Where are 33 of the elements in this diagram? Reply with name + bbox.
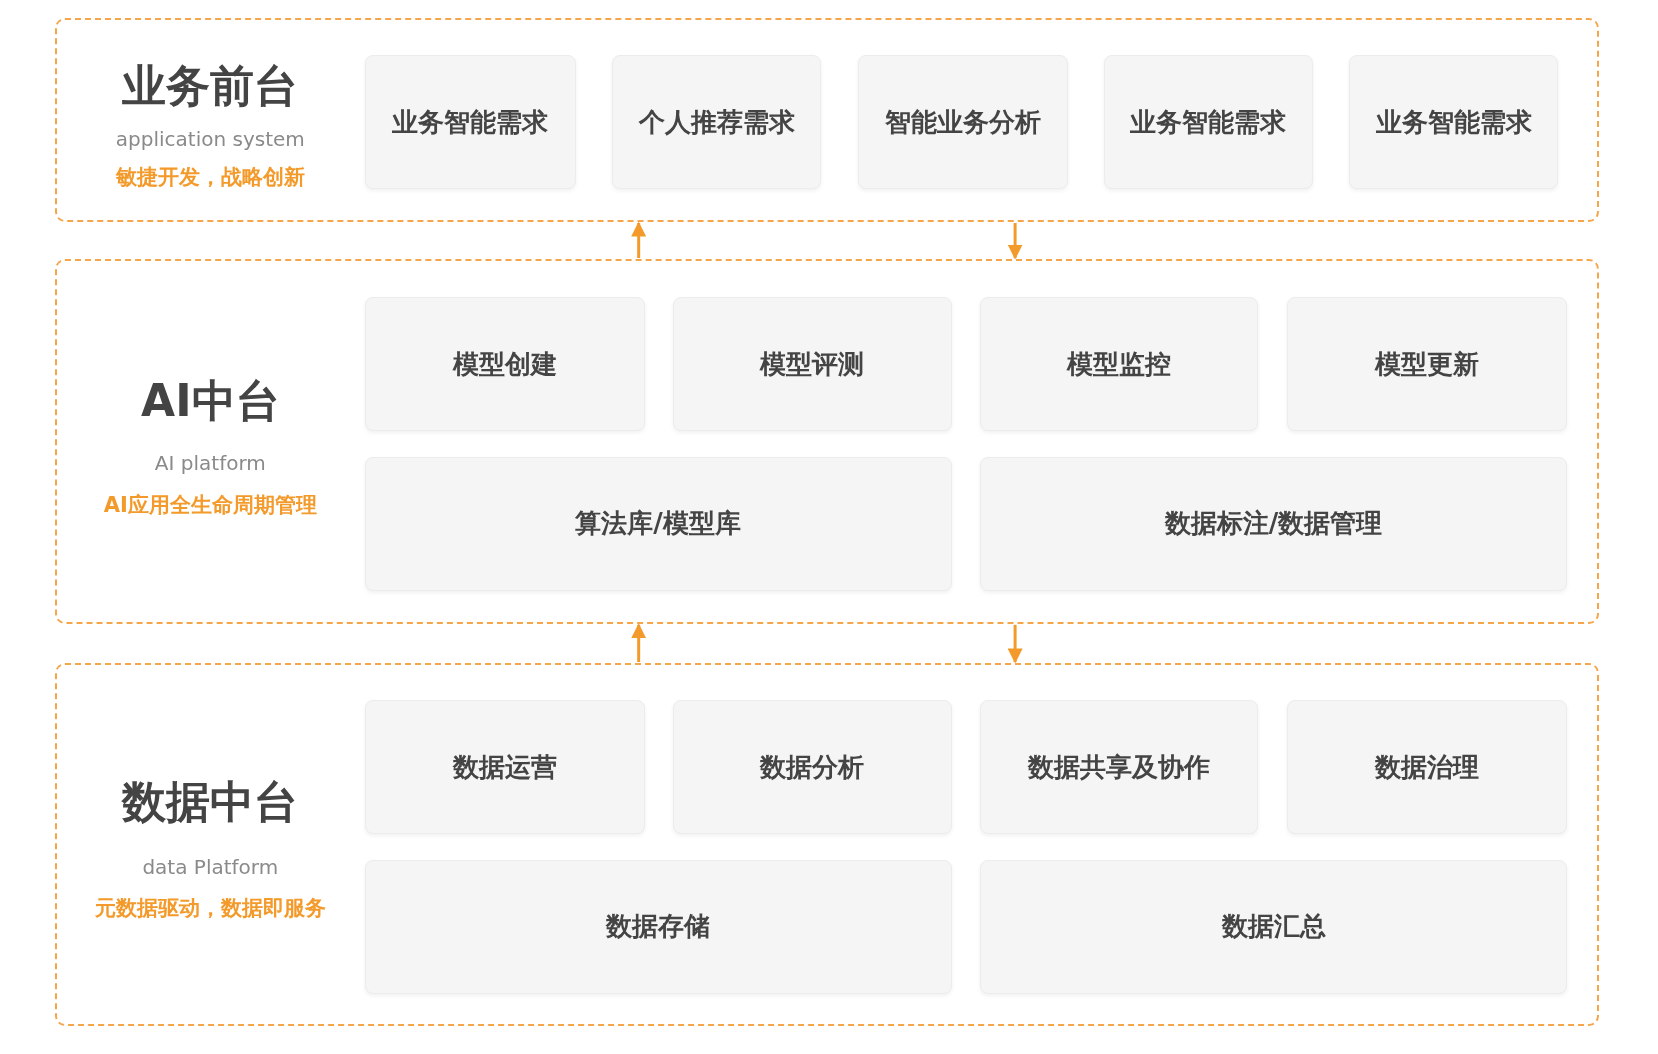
module-box: 业务智能需求 [364,54,577,190]
module-box: 模型更新 [1286,297,1567,432]
module-box: 数据治理 [1286,699,1567,835]
layer-tagline: 敏捷开发，战略创新 [114,164,306,191]
layer-tagline: 元数据驱动，数据即服务 [93,895,327,921]
module-box: 数据运营 [364,699,645,835]
layer-panel [55,17,1599,223]
module-box: 模型评测 [673,297,952,432]
module-box: 业务智能需求 [1349,54,1559,190]
layer-title: 业务前台 [121,60,300,113]
module-box: 数据存储 [364,859,952,994]
layer-title: 数据中台 [120,776,300,829]
module-box: 算法库/模型库 [364,456,952,591]
layer-panel [55,663,1599,1026]
module-box: 数据共享及协作 [980,699,1259,835]
module-box: 业务智能需求 [1103,54,1314,190]
layer-title: AI中台 [140,375,281,429]
module-box: 智能业务分析 [858,54,1068,190]
module-box: 模型创建 [364,297,645,432]
layer-panel [55,259,1599,624]
arrow [631,221,647,259]
module-box: 个人推荐需求 [612,54,822,190]
layer-subtitle: application system [114,127,306,152]
arrow [1007,223,1023,260]
layer-subtitle: data Platform [141,854,280,879]
arrow [1007,624,1023,664]
module-box: 数据汇总 [980,859,1567,994]
arrow [631,623,647,662]
module-box: 模型监控 [980,297,1259,432]
layer-subtitle: AI platform [153,451,267,475]
module-box: 数据标注/数据管理 [980,456,1567,591]
layer-tagline: AI应用全生命周期管理 [102,492,318,518]
module-box: 数据分析 [673,699,952,835]
